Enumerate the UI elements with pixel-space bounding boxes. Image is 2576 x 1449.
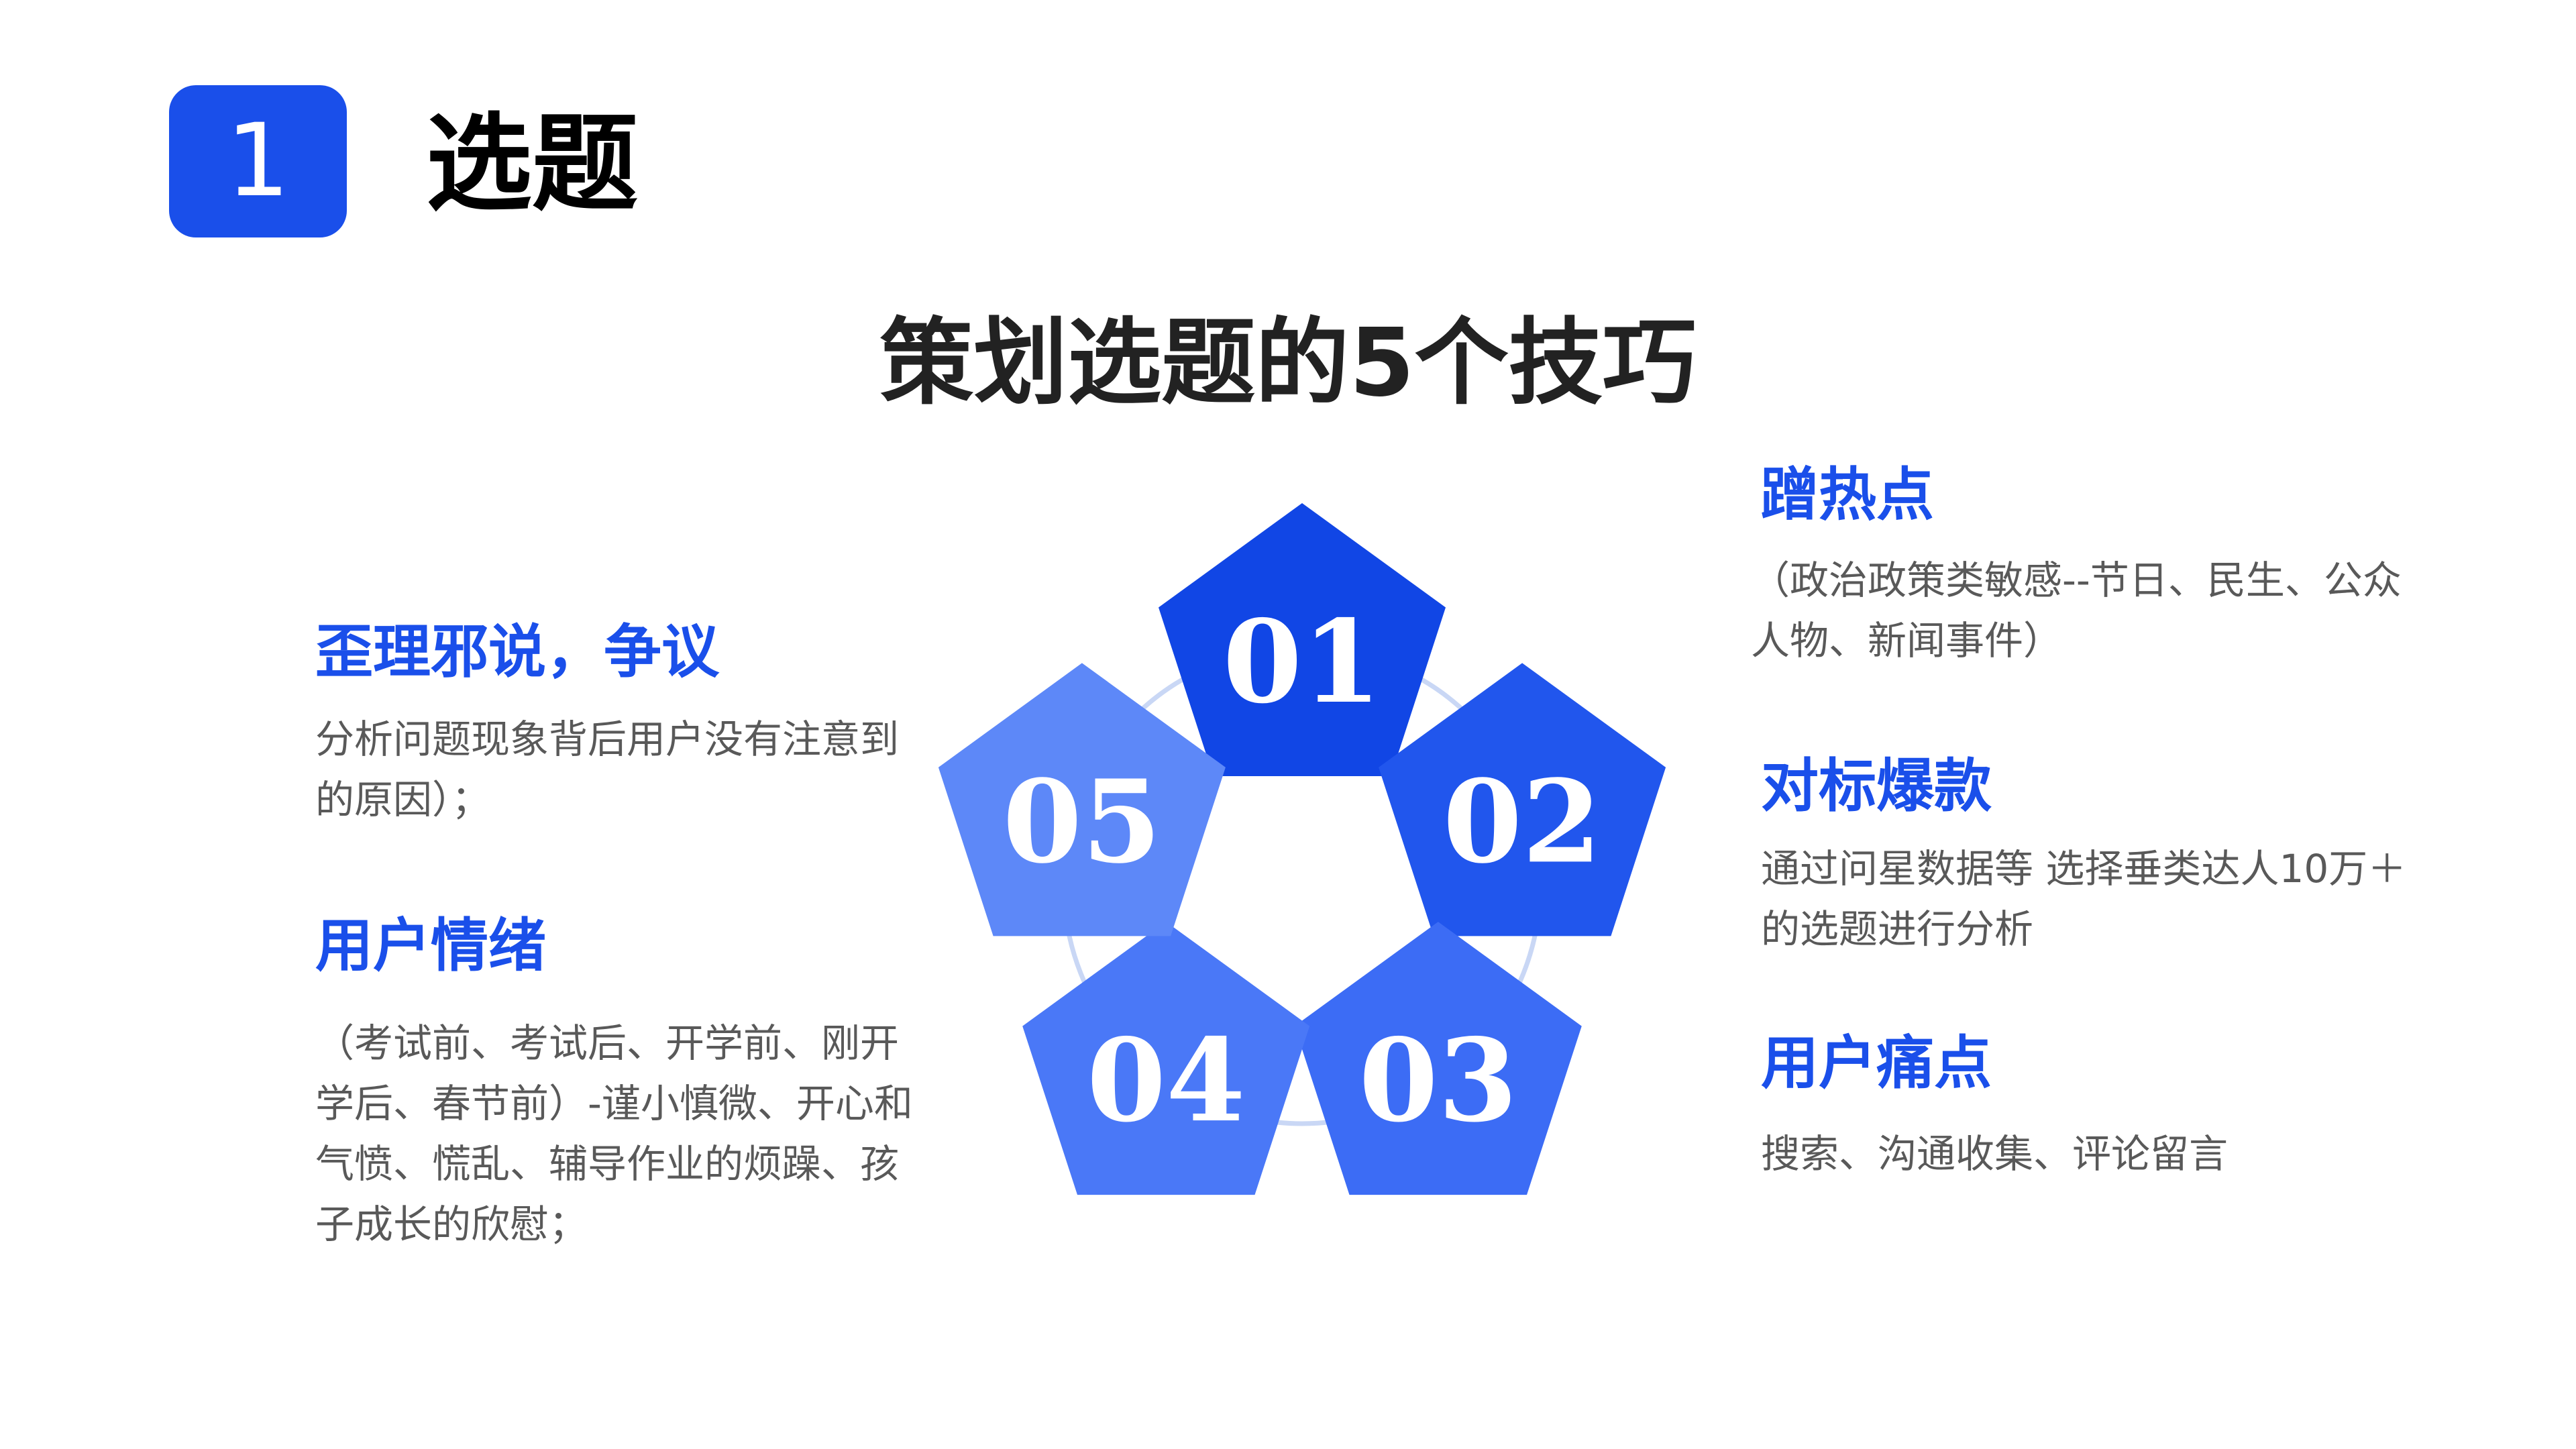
controversy-text: 分析问题现象背后用户没有注意到的原因）；	[315, 716, 900, 822]
pentagon-04-label: 04	[1087, 1014, 1246, 1148]
pentagon-02-shape	[1379, 663, 1666, 936]
section-title: 选题	[426, 103, 638, 226]
section-number-badge: 1	[169, 85, 347, 237]
pentagon-05: 05	[938, 663, 1226, 936]
pentagon-03: 03	[1294, 922, 1582, 1195]
benchmark-text: 通过问星数据等 选择垂类达人10万＋的选题进行分析	[1761, 846, 2407, 952]
pentagon-02: 02	[1379, 663, 1666, 936]
pentagon-05-label: 05	[1003, 755, 1162, 889]
controversy-heading: 歪理邪说，争议	[315, 619, 719, 686]
pentagon-01-label: 01	[1223, 595, 1382, 729]
pain-points-text: 搜索、沟通收集、评论留言	[1761, 1131, 2229, 1177]
emotions-text: （考试前、考试后、开学前、刚开学后、春节前）-谨小慎微、开心和气愤、慌乱、辅导作…	[315, 1020, 913, 1247]
pentagon-01: 01	[1159, 503, 1446, 776]
pentagon-02-label: 02	[1443, 755, 1602, 889]
pentagon-01-shape	[1159, 503, 1446, 776]
pentagon-05-shape	[938, 663, 1226, 936]
hot-topics-heading: 蹭热点	[1761, 462, 1934, 529]
benchmark-heading: 对标爆款	[1761, 753, 1992, 820]
pentagon-03-label: 03	[1359, 1014, 1518, 1148]
pentagon-04-shape	[1022, 922, 1310, 1195]
emotions-heading: 用户情绪	[315, 912, 546, 979]
pain-points-heading: 用户痛点	[1761, 1030, 1992, 1097]
pentagon-03-shape	[1294, 922, 1582, 1195]
main-title: 策划选题的5个技巧	[879, 309, 1697, 418]
pentagon-04: 04	[1022, 922, 1310, 1195]
hot-topics-text: （政治政策类敏感--节日、民生、公众人物、新闻事件）	[1751, 557, 2402, 663]
